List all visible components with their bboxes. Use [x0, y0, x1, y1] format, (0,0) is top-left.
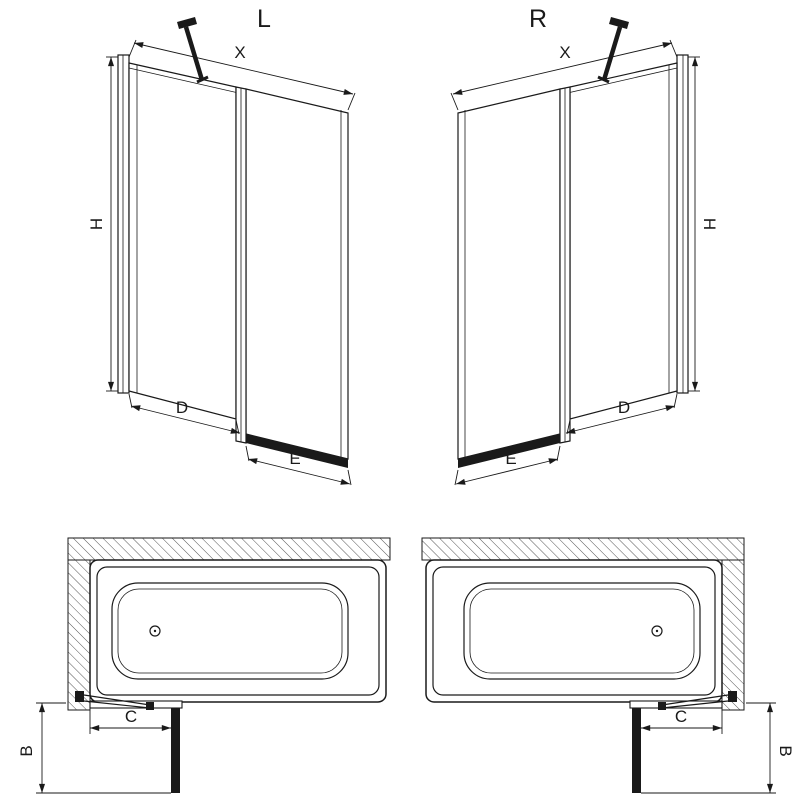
- bathtub-outline: [89, 559, 387, 703]
- dim-label-offset: C: [675, 707, 687, 726]
- plan-view-left: C B: [17, 537, 391, 794]
- dim-label-fixed: D: [618, 398, 630, 417]
- dimension-line: [452, 42, 673, 95]
- dim-label-sliding: E: [505, 449, 516, 468]
- dimension-D-right: D: [565, 393, 678, 435]
- strut-wall-mount: [609, 17, 629, 29]
- bathtub-outline: [425, 559, 723, 703]
- dim-label-depth: B: [17, 745, 36, 756]
- hinge-wall-bracket: [728, 691, 737, 702]
- dimension-H-left: H: [87, 56, 118, 392]
- strut-plan-line: [661, 694, 729, 706]
- extension-line: [669, 39, 678, 58]
- strut-plan-line: [661, 700, 729, 709]
- dim-label-height: H: [700, 218, 719, 230]
- hinge-wall-bracket: [75, 691, 84, 702]
- dim-label-width: X: [559, 43, 570, 62]
- dimension-X-right: X: [450, 39, 678, 111]
- bathtub-rim: [96, 566, 380, 696]
- bathtub-basin-inner: [117, 588, 343, 674]
- sliding-panel-glass: [245, 88, 349, 460]
- variant-title-left: L: [257, 5, 271, 33]
- variant-title-right: R: [529, 5, 547, 33]
- dim-label-depth: B: [776, 745, 795, 756]
- wall-hatch-top: [421, 537, 745, 561]
- extension-line: [454, 469, 459, 486]
- extension-line: [450, 92, 459, 111]
- front-view-right: R H X D: [450, 5, 719, 486]
- strut-plan-line: [83, 700, 151, 709]
- fixed-panel-glass: [569, 62, 678, 420]
- screen-closed-profile: [629, 700, 723, 709]
- dimension-B-left: B: [17, 702, 171, 794]
- dimension-X-left: X: [128, 39, 356, 111]
- dimension-line: [130, 405, 241, 434]
- front-view-left: L H X D: [87, 5, 356, 486]
- dimension-line: [247, 458, 351, 485]
- wall-profile: [676, 54, 689, 394]
- wall-hatch-side: [721, 559, 745, 711]
- dimension-H-right: H: [688, 56, 719, 392]
- dim-label-fixed: D: [176, 398, 188, 417]
- dimension-line: [133, 42, 354, 95]
- dimension-C-right: C: [641, 707, 723, 734]
- strut-wall-mount: [177, 17, 197, 29]
- strut-plan-line: [83, 694, 151, 706]
- bathtub-basin: [463, 582, 701, 680]
- door-open-panel: [632, 708, 641, 793]
- dim-label-sliding: E: [289, 449, 300, 468]
- bathtub-basin: [111, 582, 349, 680]
- dimension-D-left: D: [128, 393, 241, 435]
- plan-view-right: C B: [421, 537, 795, 794]
- wall-hatch-side: [67, 559, 91, 711]
- fixed-panel-glass: [128, 62, 237, 420]
- door-open-panel: [171, 708, 180, 793]
- hinge-block: [658, 702, 666, 710]
- hinge-block: [146, 702, 154, 710]
- screen-closed-profile: [89, 700, 183, 709]
- bathtub-rim: [432, 566, 716, 696]
- support-strut: [183, 26, 205, 81]
- dimension-line: [455, 458, 559, 485]
- extension-line: [347, 469, 352, 486]
- drain-center: [153, 629, 157, 633]
- dimension-E-left: E: [245, 445, 352, 486]
- dimension-E-right: E: [454, 445, 561, 486]
- drain-center: [655, 629, 659, 633]
- dimension-line: [565, 405, 676, 434]
- dim-label-width: X: [234, 43, 245, 62]
- dim-label-offset: C: [125, 707, 137, 726]
- drain: [149, 625, 161, 637]
- dimension-B-right: B: [641, 702, 795, 794]
- extension-line: [128, 39, 137, 58]
- dim-label-height: H: [87, 218, 106, 230]
- drain: [651, 625, 663, 637]
- support-strut: [601, 26, 623, 81]
- wall-hatch-top: [67, 537, 391, 561]
- extension-line: [347, 92, 356, 111]
- dimension-C-left: C: [89, 707, 171, 734]
- sliding-panel-glass: [457, 88, 561, 460]
- wall-profile: [117, 54, 130, 394]
- bathtub-basin-inner: [469, 588, 695, 674]
